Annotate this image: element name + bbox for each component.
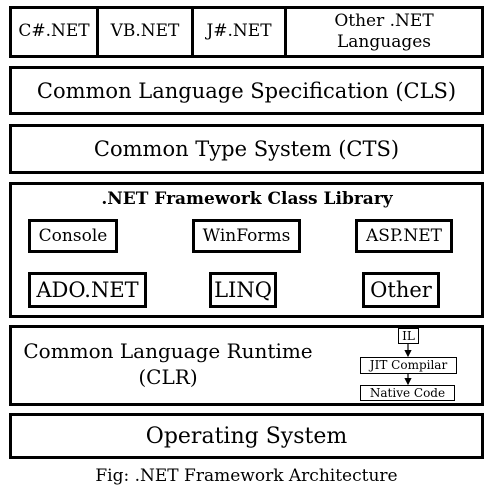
component-console: Console xyxy=(28,219,118,253)
clr-title-line2: (CLR) xyxy=(138,365,198,389)
component-adonet: ADO.NET xyxy=(28,272,147,308)
component-linq: LINQ xyxy=(209,272,277,308)
component-label: LINQ xyxy=(214,278,272,302)
language-other: Other .NET Languages xyxy=(284,6,484,58)
class-library-title: .NET Framework Class Library xyxy=(101,189,393,209)
native-code-box: Native Code xyxy=(360,385,455,401)
component-aspnet: ASP.NET xyxy=(355,219,453,253)
language-label: J#.NET xyxy=(206,21,272,42)
os-layer: Operating System xyxy=(9,413,484,459)
component-winforms: WinForms xyxy=(192,219,301,253)
component-label: Other xyxy=(370,278,432,302)
cts-label: Common Type System (CTS) xyxy=(93,137,400,161)
component-label: ADO.NET xyxy=(36,278,139,302)
clr-title-line1: Common Language Runtime xyxy=(23,339,313,363)
cls-label: Common Language Specification (CLS) xyxy=(36,78,457,103)
language-label: C#.NET xyxy=(18,21,90,42)
jit-compiler-label: JIT Compilar xyxy=(369,358,448,372)
clr-title: Common Language Runtime (CLR) xyxy=(14,338,322,390)
figure-caption: Fig: .NET Framework Architecture xyxy=(95,466,398,486)
jit-compiler-box: JIT Compilar xyxy=(360,357,457,374)
component-label: WinForms xyxy=(202,226,291,246)
language-label: VB.NET xyxy=(110,21,180,42)
language-label: Other .NET Languages xyxy=(334,10,434,52)
il-label: IL xyxy=(402,328,415,343)
cls-layer: Common Language Specification (CLS) xyxy=(9,66,484,115)
component-other: Other xyxy=(362,272,440,308)
language-jsharp: J#.NET xyxy=(191,6,287,58)
il-box: IL xyxy=(398,328,419,344)
cts-layer: Common Type System (CTS) xyxy=(9,124,484,174)
component-label: ASP.NET xyxy=(366,226,442,246)
native-code-label: Native Code xyxy=(369,385,446,400)
component-label: Console xyxy=(38,226,108,246)
language-csharp: C#.NET xyxy=(9,6,99,58)
os-label: Operating System xyxy=(145,423,348,449)
language-vbnet: VB.NET xyxy=(96,6,194,58)
